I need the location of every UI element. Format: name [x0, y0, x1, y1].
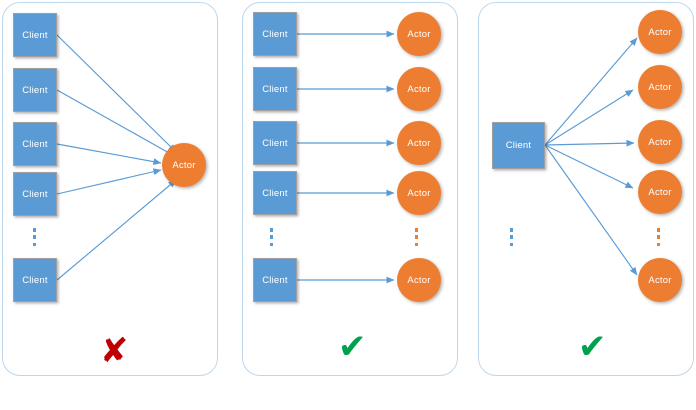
link-p3-actor2: [544, 89, 634, 146]
actor-node[interactable]: Actor: [638, 258, 682, 302]
client-node[interactable]: Client: [492, 122, 545, 169]
actor-node[interactable]: Actor: [638, 65, 682, 109]
check-mark-icon: ✔: [578, 327, 607, 367]
link-p1-c1-actor: [56, 34, 177, 153]
vertical-ellipsis-icon: [269, 228, 274, 246]
link-p3-actor1: [544, 37, 638, 146]
actor-node[interactable]: Actor: [638, 120, 682, 164]
actor-node[interactable]: Actor: [397, 258, 441, 302]
client-node[interactable]: Client: [13, 122, 57, 166]
check-mark-icon: ✔: [338, 327, 367, 367]
client-node[interactable]: Client: [253, 121, 297, 165]
link-p1-c2-actor: [56, 89, 179, 159]
client-node[interactable]: Client: [253, 171, 297, 215]
client-node[interactable]: Client: [253, 67, 297, 111]
client-node[interactable]: Client: [13, 258, 57, 302]
actor-node[interactable]: Actor: [638, 10, 682, 54]
client-node[interactable]: Client: [13, 172, 57, 216]
vertical-ellipsis-icon: [509, 228, 514, 246]
link-p1-c4-actor: [56, 168, 162, 195]
link-p3-actor4: [544, 144, 634, 189]
client-node[interactable]: Client: [13, 13, 57, 57]
client-node[interactable]: Client: [253, 12, 297, 56]
link-p1-c5-actor: [56, 179, 177, 281]
actor-node[interactable]: Actor: [397, 67, 441, 111]
cross-mark-icon: ✘: [100, 331, 129, 371]
actor-node[interactable]: Actor: [397, 171, 441, 215]
actor-node[interactable]: Actor: [638, 170, 682, 214]
vertical-ellipsis-icon: [656, 228, 661, 246]
client-node[interactable]: Client: [253, 258, 297, 302]
link-p1-c3-actor: [56, 143, 162, 166]
actor-node[interactable]: Actor: [397, 121, 441, 165]
vertical-ellipsis-icon: [32, 228, 37, 246]
link-p3-actor5: [544, 144, 638, 276]
link-p3-actor3: [544, 139, 635, 147]
actor-node[interactable]: Actor: [397, 12, 441, 56]
actor-node[interactable]: Actor: [162, 143, 206, 187]
vertical-ellipsis-icon: [414, 228, 419, 246]
client-node[interactable]: Client: [13, 68, 57, 112]
